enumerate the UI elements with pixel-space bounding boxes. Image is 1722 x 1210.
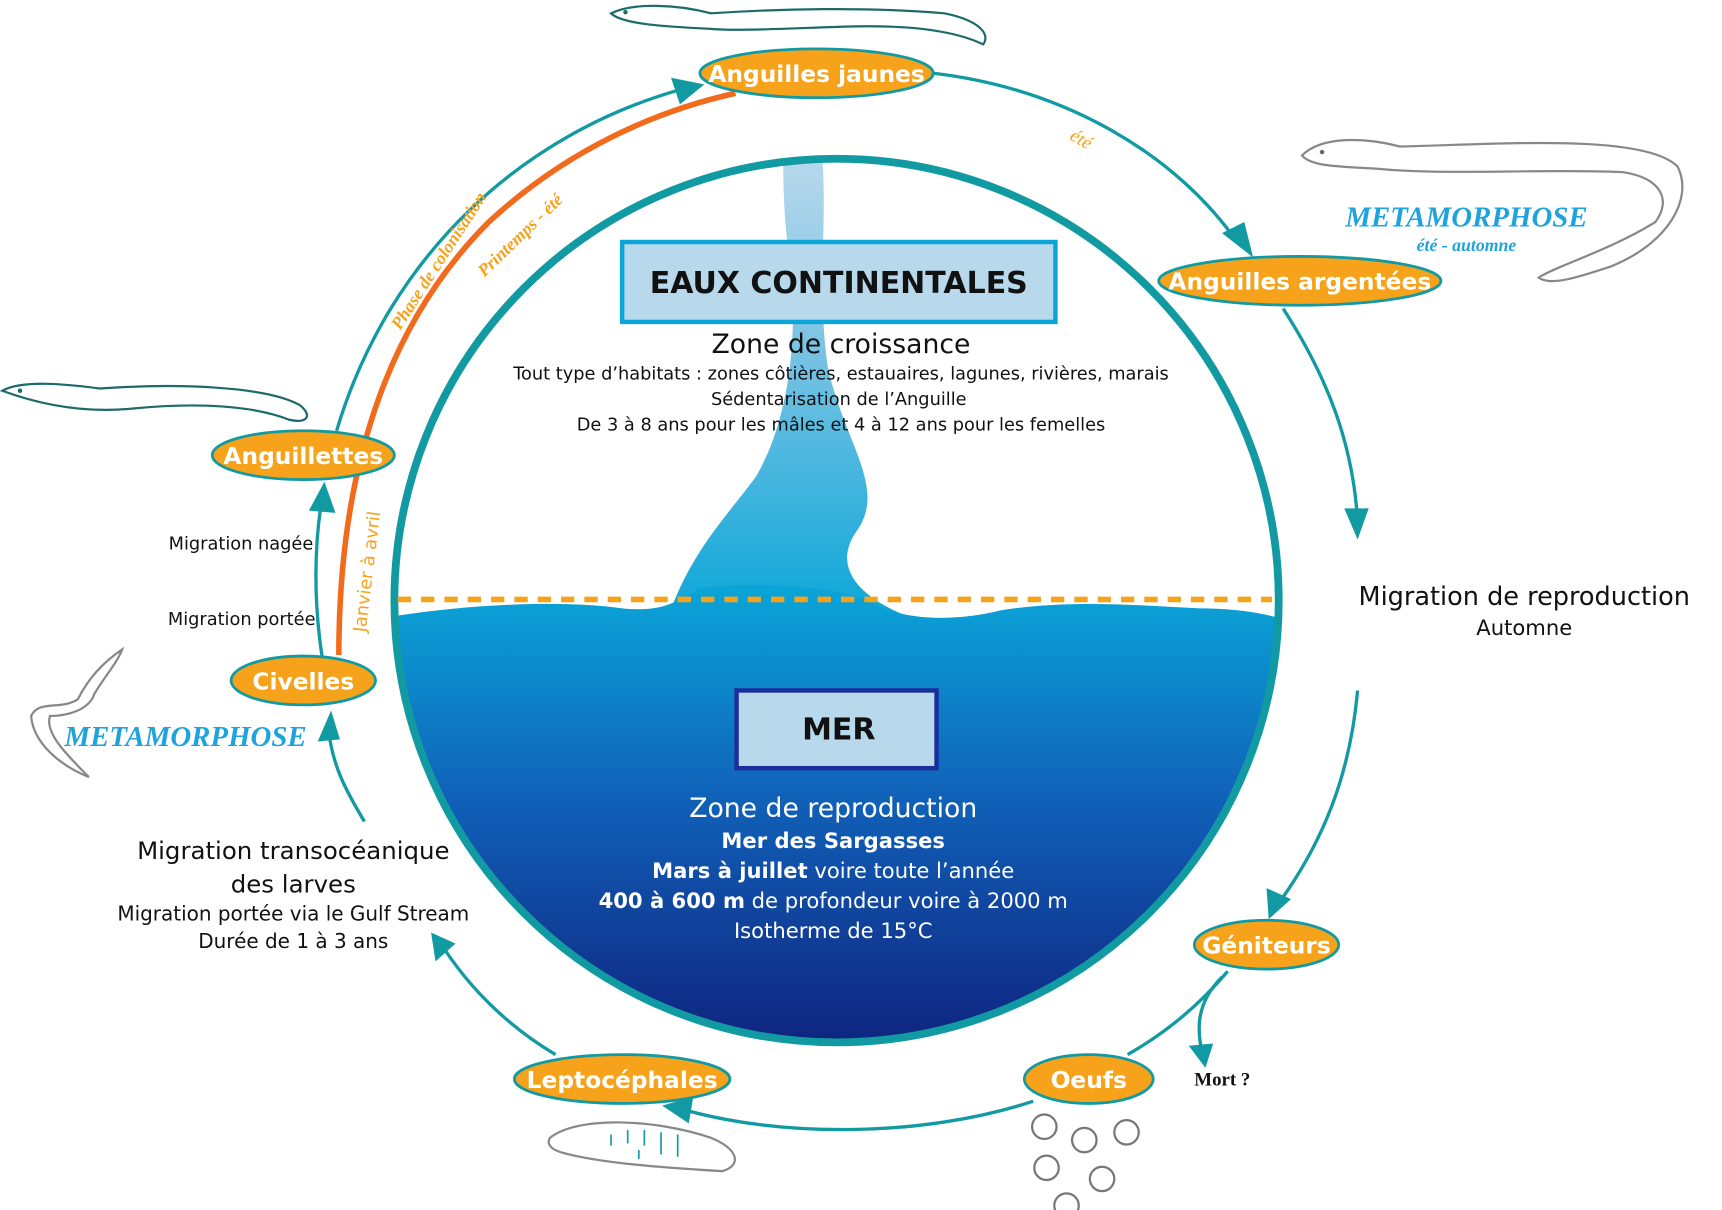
leptocephalus-illustration bbox=[547, 1121, 736, 1173]
sea-isotherm: Isotherme de 15°C bbox=[734, 918, 933, 943]
river bbox=[666, 160, 923, 622]
arrow-lepto-to-migration bbox=[443, 948, 557, 1057]
reproduction-zone-title: Zone de reproduction bbox=[689, 793, 977, 824]
colonisation-line bbox=[336, 90, 737, 655]
arrowhead bbox=[1222, 222, 1254, 258]
sea-title: MER bbox=[802, 712, 875, 747]
growth-zone-title: Zone de croissance bbox=[712, 329, 971, 360]
stage-anguilles-jaunes: Anguilles jaunes bbox=[698, 47, 935, 100]
habitat-disc bbox=[396, 160, 1277, 1041]
arrow-migration-to-civelles bbox=[327, 732, 366, 823]
svg-text:Civelles: Civelles bbox=[252, 668, 354, 695]
arrowhead bbox=[1188, 1043, 1214, 1068]
label-migration-portee: Migration portée bbox=[168, 610, 316, 630]
continental-title: EAUX CONTINENTALES bbox=[650, 266, 1028, 301]
trans-migration-title: Migration transocéanique bbox=[137, 836, 449, 865]
elver-illustration bbox=[29, 646, 125, 779]
svg-text:Anguilles argentées: Anguilles argentées bbox=[1168, 269, 1431, 296]
stage-anguilles-argentees: Anguilles argentées bbox=[1157, 255, 1443, 307]
arrowhead bbox=[1266, 888, 1291, 920]
metamorphose-left: METAMORPHOSE bbox=[63, 721, 306, 753]
arrowhead bbox=[671, 77, 705, 105]
silver-eel-illustration bbox=[1300, 138, 1684, 283]
arrowhead bbox=[431, 932, 456, 962]
label-migration-nagee: Migration nagée bbox=[169, 535, 314, 555]
arrow-argentees-to-migration bbox=[1281, 307, 1360, 522]
stage-civelles: Civelles bbox=[229, 654, 377, 707]
arrow-migration-to-geniteurs bbox=[1276, 690, 1360, 906]
sea-place: Mer des Sargasses bbox=[721, 828, 945, 853]
arrow-oeufs-to-lepto bbox=[677, 1099, 1034, 1132]
metamorphose-right-season: été - automne bbox=[1417, 235, 1517, 255]
growth-zone-line: Sédentarisation de l’Anguille bbox=[711, 390, 967, 410]
svg-text:Oeufs: Oeufs bbox=[1051, 1067, 1127, 1094]
arrow-jaunes-to-argentees bbox=[933, 71, 1241, 246]
metamorphose-right: METAMORPHOSE bbox=[1344, 201, 1587, 233]
svg-text:Anguilles jaunes: Anguilles jaunes bbox=[708, 61, 924, 88]
stage-oeufs: Oeufs bbox=[1022, 1053, 1155, 1105]
stage-geniteurs: Géniteurs bbox=[1192, 918, 1341, 971]
arrow-geniteurs-to-oeufs bbox=[1126, 970, 1229, 1057]
arrow-civelles-to-anguillettes bbox=[314, 497, 324, 658]
growth-zone-line: De 3 à 8 ans pour les mâles et 4 à 12 an… bbox=[577, 416, 1106, 436]
reproduction-migration-season: Automne bbox=[1476, 615, 1572, 640]
arrowhead bbox=[1344, 508, 1369, 540]
arrowhead bbox=[308, 481, 336, 513]
trans-migration-title-2: des larves bbox=[231, 870, 356, 899]
sea-box bbox=[734, 688, 939, 771]
growth-zone-line: Tout type d’habitats : zones côtières, e… bbox=[512, 365, 1169, 385]
label-mort: Mort ? bbox=[1194, 1070, 1250, 1091]
continental-box bbox=[619, 239, 1058, 325]
trans-migration-detail: Migration portée via le Gulf Stream bbox=[117, 901, 469, 925]
svg-text:Leptocéphales: Leptocéphales bbox=[527, 1067, 718, 1094]
eggs-illustration bbox=[1030, 1113, 1140, 1210]
arrow-geniteurs-to-mort bbox=[1197, 975, 1224, 1053]
yellow-eel-illustration bbox=[609, 4, 987, 46]
label-ete: été bbox=[1066, 125, 1097, 155]
sea bbox=[396, 585, 1277, 1041]
svg-text:Anguillettes: Anguillettes bbox=[223, 443, 383, 470]
label-colonisation: Phase de colonisation bbox=[386, 188, 490, 334]
arrow-anguillettes-to-jaunes bbox=[335, 87, 684, 432]
arrowhead bbox=[317, 710, 340, 742]
habitat-circle bbox=[390, 154, 1283, 1047]
glass-eel-illustration bbox=[0, 382, 309, 422]
svg-text:Géniteurs: Géniteurs bbox=[1202, 933, 1331, 960]
sea-depth: 400 à 600 m de profondeur voire à 2000 m bbox=[599, 888, 1068, 913]
trans-migration-duration: Durée de 1 à 3 ans bbox=[198, 929, 388, 953]
sea-period: Mars à juillet voire toute l’année bbox=[652, 858, 1014, 883]
stage-leptocephales: Leptocéphales bbox=[512, 1053, 732, 1105]
stage-anguillettes: Anguillettes bbox=[210, 429, 396, 481]
reproduction-migration-title: Migration de reproduction bbox=[1359, 582, 1690, 612]
label-janvier: Janvier à avril bbox=[350, 510, 385, 634]
